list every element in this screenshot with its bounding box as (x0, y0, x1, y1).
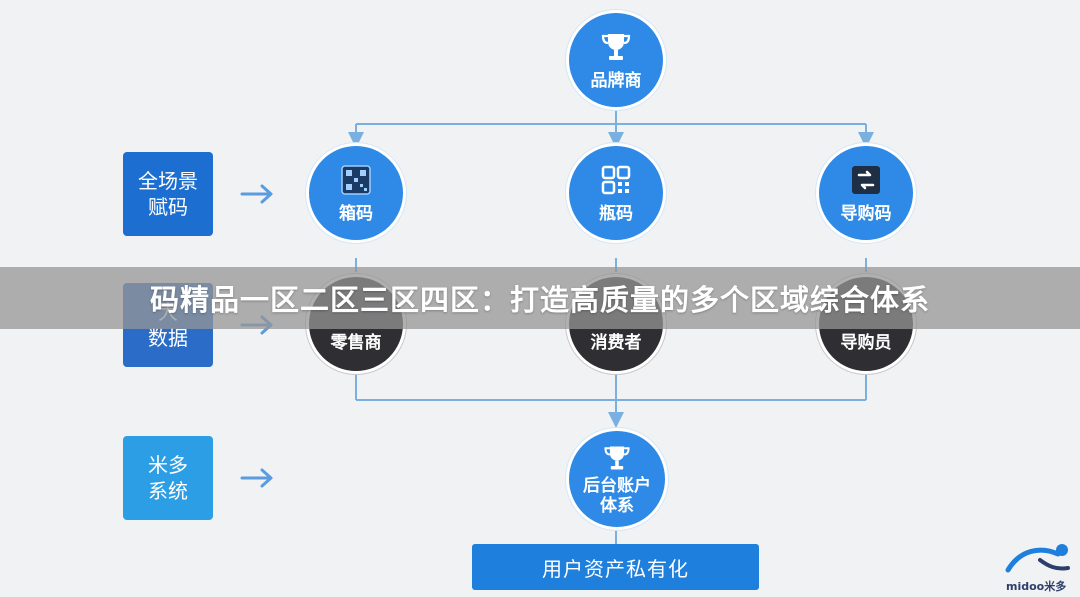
trophy-icon (601, 34, 631, 60)
box-code-node: 箱码 (306, 143, 406, 243)
bottle-code-label: 瓶码 (599, 204, 633, 224)
logo-mark-icon (1005, 544, 1070, 573)
account-label-line1: 后台账户 (583, 476, 651, 496)
side-box-line2: 数据 (148, 326, 188, 350)
consumer-label: 消费者 (590, 333, 642, 353)
right-arrow-icon (240, 468, 273, 488)
bottle-code-node: 瓶码 (566, 143, 666, 243)
midoo-logo: midoo米多 (1000, 540, 1076, 596)
brand-label: 品牌商 (590, 71, 642, 91)
account-system-node: 后台账户 体系 (566, 428, 668, 530)
banner-text: 码精品一区二区三区四区：打造高质量的多个区域综合体系 (149, 283, 930, 317)
brand-node: 品牌商 (566, 10, 666, 110)
side-box-line1: 米多 (148, 453, 188, 477)
side-box-line1: 全场景 (138, 169, 198, 193)
bottom-bar-label: 用户资产私有化 (542, 556, 689, 581)
logo-text: midoo米多 (1006, 580, 1067, 593)
guide-code-label: 导购码 (840, 204, 892, 224)
side-box-line2: 系统 (148, 479, 188, 503)
right-arrow-icon (240, 184, 273, 204)
guide-code-node: 导购码 (816, 143, 916, 243)
qr-chip-icon (341, 165, 371, 195)
title-banner: 码精品一区二区三区四区：打造高质量的多个区域综合体系 (0, 267, 1080, 329)
guide-code-icon (852, 166, 880, 194)
side-box-line2: 赋码 (148, 195, 188, 219)
account-label-line2: 体系 (600, 496, 634, 516)
shopping-guide-label: 导购员 (840, 333, 892, 353)
qr-code-icon (601, 165, 631, 195)
box-code-label: 箱码 (339, 204, 373, 224)
side-box-midoo-system: 米多 系统 (123, 436, 213, 520)
user-asset-privatization-bar: 用户资产私有化 (472, 544, 759, 590)
trophy-icon (604, 446, 630, 470)
side-box-full-scene-coding: 全场景 赋码 (123, 152, 213, 236)
retailer-label: 零售商 (330, 333, 382, 353)
